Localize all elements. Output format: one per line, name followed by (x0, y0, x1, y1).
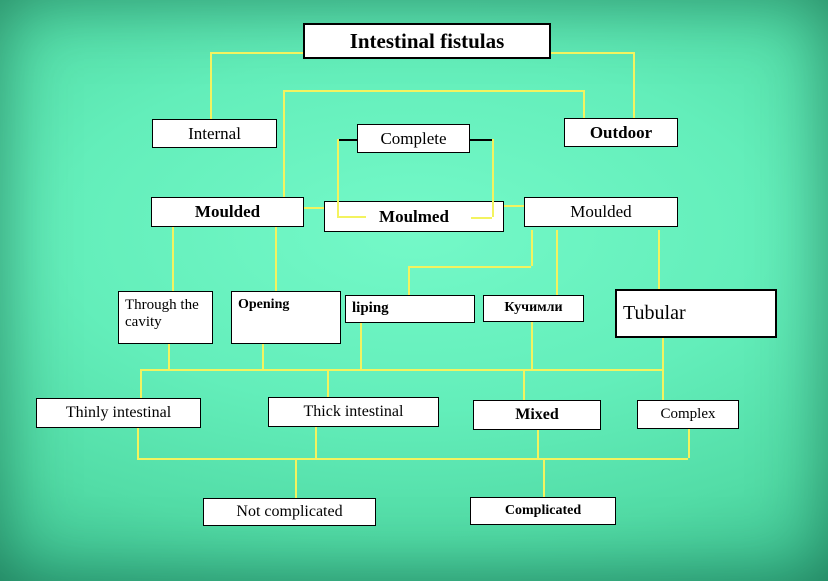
connector-line (315, 427, 317, 458)
connector-line (337, 216, 366, 218)
node-moulded-right: Moulded (524, 197, 678, 227)
connector-line (327, 369, 329, 397)
node-through-cavity: Through the cavity (118, 291, 213, 344)
node-outdoor: Outdoor (564, 118, 678, 147)
connector-line (633, 52, 635, 118)
connector-line (583, 90, 585, 118)
node-moulded-left: Moulded (151, 197, 304, 227)
connector-line (283, 90, 285, 197)
connector-line (137, 458, 688, 460)
connector-line (408, 266, 410, 295)
connector-line (658, 230, 660, 289)
connector-line (360, 323, 362, 369)
node-thick-intestinal: Thick intestinal (268, 397, 439, 427)
node-mixed: Mixed (473, 400, 601, 430)
connector-line (408, 266, 531, 268)
connector-line (492, 139, 494, 217)
connector-line (556, 230, 558, 295)
connector-line (275, 227, 277, 291)
connector-line (543, 458, 545, 497)
connector-line (140, 369, 142, 398)
connector-line (304, 207, 338, 209)
connector-line (471, 217, 492, 219)
node-tubular: Tubular (615, 289, 777, 338)
connector-line (262, 344, 264, 369)
connector-line (337, 139, 339, 216)
connector-line (283, 90, 583, 92)
connector-line (551, 52, 633, 54)
connector-line (531, 230, 533, 266)
node-not-complicated: Not complicated (203, 498, 376, 526)
connector-line (140, 369, 662, 371)
connector-line (688, 429, 690, 458)
node-thinly-intestinal: Thinly intestinal (36, 398, 201, 428)
node-internal: Internal (152, 119, 277, 148)
node-complex: Complex (637, 400, 739, 429)
node-opening: Opening (231, 291, 341, 344)
connector-line (492, 205, 524, 207)
connector-line (168, 344, 170, 369)
connector-line (470, 139, 492, 141)
node-complicated: Complicated (470, 497, 616, 525)
connector-line (523, 369, 525, 400)
connector-line (662, 338, 664, 369)
connector-line (172, 227, 174, 291)
node-liping: liping (345, 295, 475, 323)
node-complete: Complete (357, 124, 470, 153)
connector-line (295, 458, 297, 498)
connector-line (662, 369, 664, 400)
connector-line (210, 52, 212, 119)
connector-line (137, 428, 139, 458)
connector-line (537, 430, 539, 458)
node-kuchimli: Кучимли (483, 295, 584, 322)
node-title: Intestinal fistulas (303, 23, 551, 59)
connector-line (531, 321, 533, 369)
connector-line (210, 52, 303, 54)
connector-line (337, 139, 357, 141)
